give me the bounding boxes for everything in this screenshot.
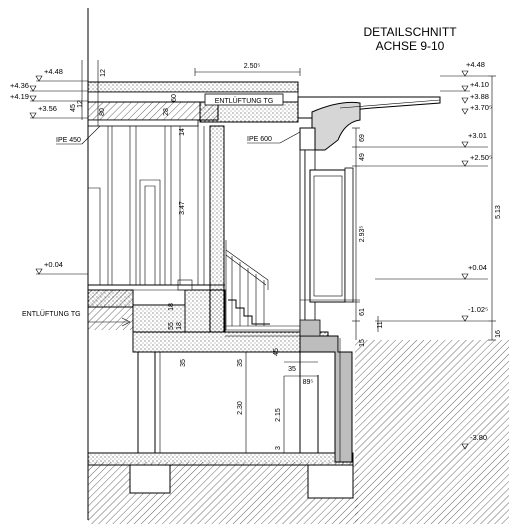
left-axis-lines [81, 8, 89, 520]
interior-wall [197, 125, 225, 333]
dim-347: 3.47 [179, 201, 186, 215]
staircase [225, 240, 300, 330]
ground-floor-slab [88, 284, 300, 337]
garage-ceiling-slab [87, 289, 329, 353]
garage-interior [137, 352, 319, 453]
dim-28: 28 [163, 108, 170, 116]
level-left-2: +4.36 [10, 81, 29, 90]
level-marker-right: +3.70⁵ [461, 103, 492, 115]
top-dimension: 2.50⁵ [194, 63, 301, 76]
level-marker-right: +4.10 [440, 80, 489, 92]
interior-partitions [88, 126, 210, 291]
level-left-5: +0.04 [44, 260, 63, 269]
lower-dimensions: 18 55 18 35 35 45 35 89⁵ 2.30 2.15 3 15 [168, 303, 366, 453]
dim-45: 45 [70, 104, 77, 112]
level-right-8: -1.02⁵ [468, 305, 488, 314]
level-right-7: +0.04 [468, 263, 487, 272]
dim-69: 69 [359, 134, 366, 142]
level-marker-right: +0.04 [375, 263, 488, 280]
level-marker-left: +4.19 [10, 92, 88, 102]
dim-89: 89⁵ [303, 379, 314, 386]
dim-35a: 35 [180, 359, 187, 367]
dim-513: 5.13 [495, 205, 502, 219]
beam-labels: IPE 450 IPE 600 [56, 125, 301, 145]
foundation-slab [87, 452, 354, 499]
dim-215: 2.15 [275, 408, 282, 422]
dim-12: 12 [100, 69, 107, 77]
dim-293: 2.93⁵ [359, 226, 366, 243]
roof-dimensions: 12 45 12 80 60 28 14 3.47 [70, 60, 186, 285]
level-right-3: +3.88 [470, 92, 489, 101]
dim-49: 49 [359, 153, 366, 161]
title-line-2: ACHSE 9-10 [376, 39, 445, 53]
level-marker-right: +4.48 [440, 60, 488, 77]
dim-18b: 18 [176, 322, 183, 330]
level-marker-right: +3.88 [461, 92, 489, 104]
dim-61: 61 [359, 308, 366, 316]
level-marker-left: +4.36 [10, 81, 88, 92]
dim-80: 80 [99, 108, 106, 116]
level-left-1: +4.48 [44, 67, 63, 76]
dim-15: 15 [359, 339, 366, 347]
dim-14: 14 [179, 128, 186, 136]
ipe600-label: IPE 600 [247, 136, 272, 143]
dim-60: 60 [171, 94, 178, 102]
level-right-6: +2.50⁵ [470, 153, 492, 162]
dim-55: 55 [168, 322, 175, 330]
dim-11: 11 [377, 321, 384, 328]
level-marker-left: +4.48 [35, 67, 88, 82]
facade-column [299, 127, 360, 337]
canopy [297, 96, 441, 151]
level-left-4: +3.56 [38, 104, 57, 113]
levels-left: +4.48 +4.36 +4.19 +3.56 +0.04 [10, 67, 88, 275]
level-marker-left: +3.56 [29, 104, 88, 119]
level-left-3: +4.19 [10, 92, 29, 101]
ventilation-label-top: ENTLÜFTUNG TG [204, 93, 284, 106]
dim-top-width: 2.50⁵ [244, 63, 261, 70]
levels-right: +4.48 +4.10 +3.88 +3.70⁵ +3.01 +2.50⁵ [360, 60, 492, 450]
dim-18: 18 [168, 303, 175, 311]
dim-35b: 35 [237, 359, 244, 367]
dim-3: 3 [275, 446, 282, 450]
level-marker-left: +0.04 [35, 260, 88, 275]
dim-12b: 12 [77, 100, 84, 108]
glazing-dimensions: 69 49 2.93⁵ 61 11 [352, 127, 384, 340]
level-right-5: +3.01 [468, 131, 487, 140]
level-right-9: -3.80 [470, 433, 487, 442]
entl-tg-top-label: ENTLÜFTUNG TG [215, 97, 274, 105]
level-right-2: +4.10 [470, 80, 489, 89]
dim-230: 2.30 [237, 401, 244, 415]
right-dimension-chain: 5.13 16 [488, 75, 502, 341]
level-marker-right: +2.50⁵ [360, 153, 492, 167]
dim-35c: 35 [288, 366, 296, 373]
entl-tg-left-label: ENTLÜFTUNG TG [22, 310, 81, 318]
title-line-1: DETAILSCHNITT [363, 25, 457, 39]
ipe450-label: IPE 450 [56, 137, 81, 144]
basement-wall [299, 335, 353, 463]
level-marker-right: +3.01 [360, 131, 488, 148]
dim-45b: 45 [273, 348, 280, 356]
dim-16: 16 [495, 330, 502, 338]
level-marker-right: -1.02⁵ [375, 305, 488, 322]
level-right-4: +3.70⁵ [470, 103, 492, 112]
level-right-1: +4.48 [466, 60, 485, 69]
level-marker-right: -3.80 [461, 433, 487, 450]
ventilation-label-left: ENTLÜFTUNG TG [22, 310, 131, 327]
